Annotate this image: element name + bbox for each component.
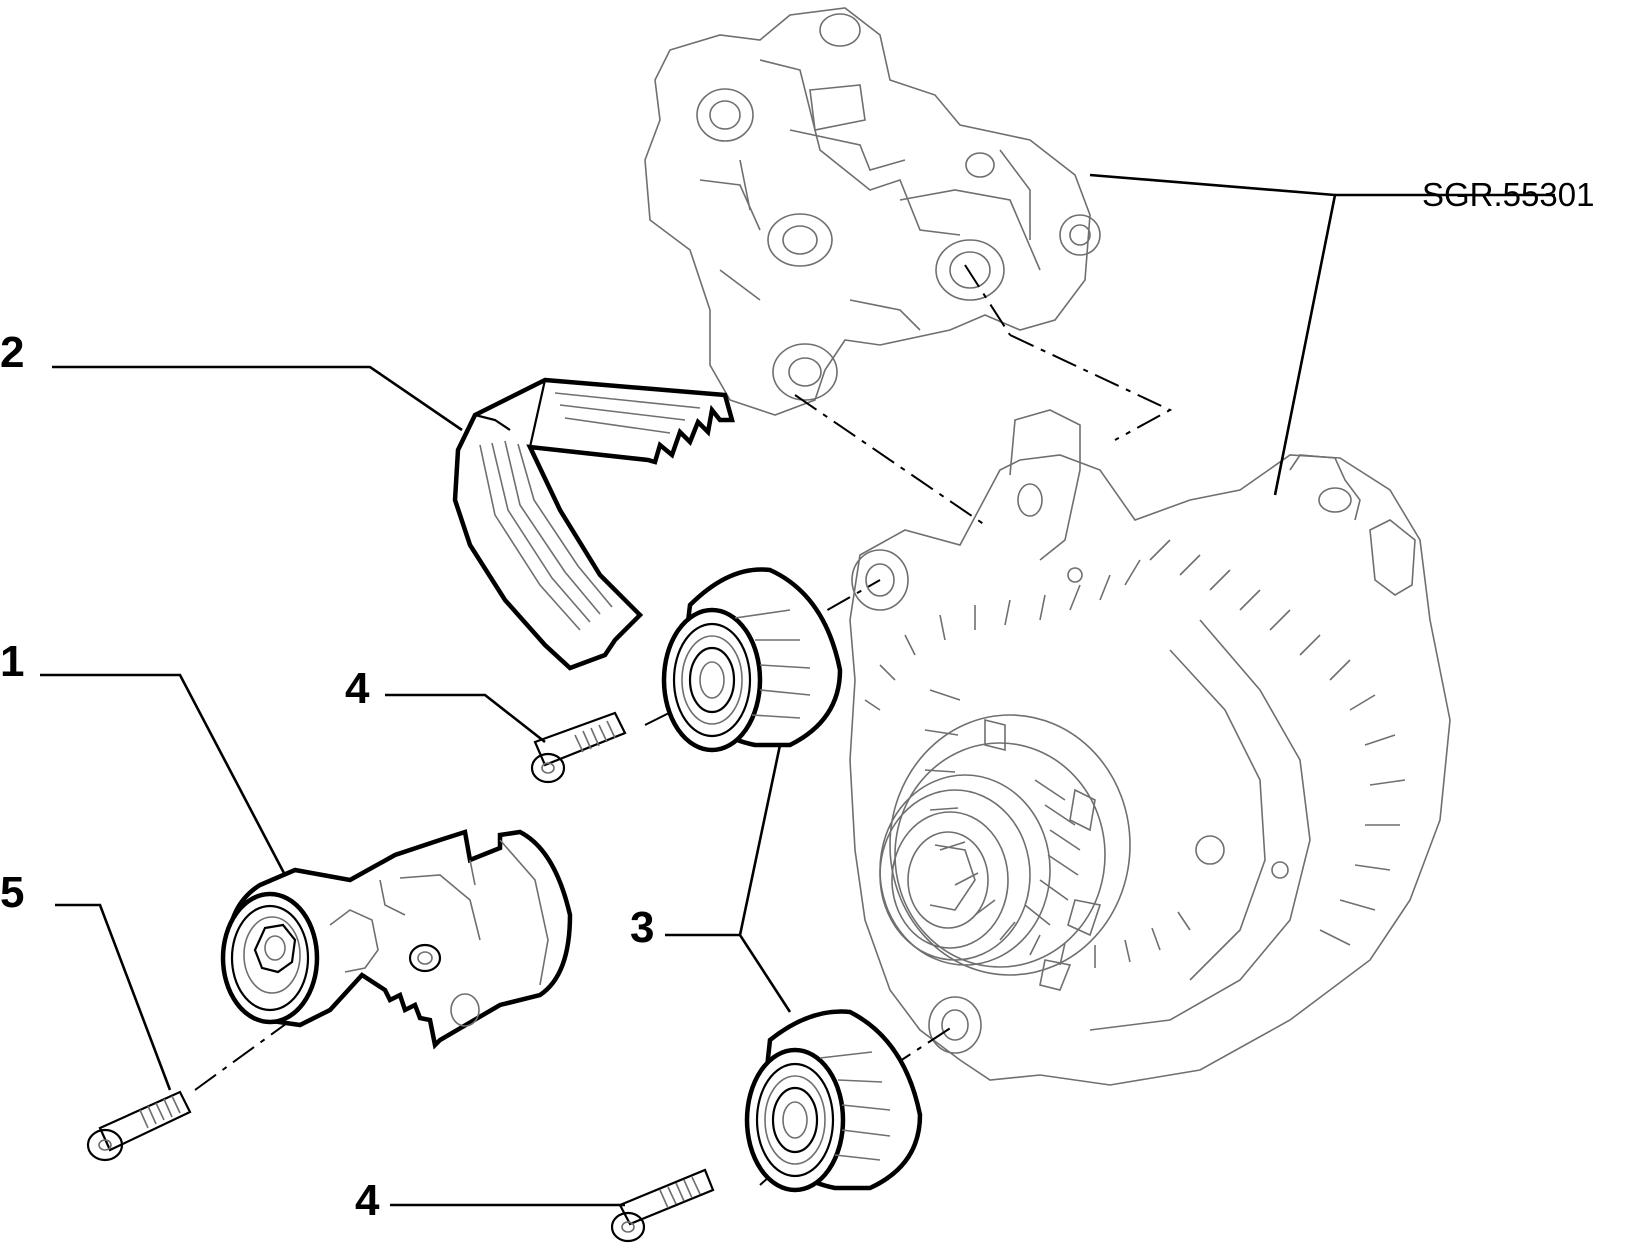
belt-tensioner bbox=[220, 829, 573, 1050]
idler-pulley-upper bbox=[661, 567, 843, 753]
bolt-upper bbox=[530, 711, 627, 784]
callout-1-label: 1 bbox=[0, 637, 24, 686]
callout-2-label: 2 bbox=[0, 328, 24, 377]
poly-v-belt bbox=[452, 377, 735, 671]
alternator bbox=[849, 409, 1451, 1086]
callout-3-label: 3 bbox=[630, 903, 654, 952]
callout-4-upper-label: 4 bbox=[345, 664, 370, 713]
callout-leaders bbox=[40, 173, 1555, 1207]
alternator-bracket bbox=[644, 7, 1101, 416]
callout-5-label: 5 bbox=[0, 868, 24, 917]
bolt-tensioner bbox=[86, 1090, 192, 1162]
reference-group-label: SGR.55301 bbox=[1422, 176, 1594, 213]
callout-4-lower-label: 4 bbox=[355, 1176, 380, 1225]
idler-pulley-lower bbox=[744, 1009, 923, 1193]
bolt-lower bbox=[610, 1168, 715, 1243]
